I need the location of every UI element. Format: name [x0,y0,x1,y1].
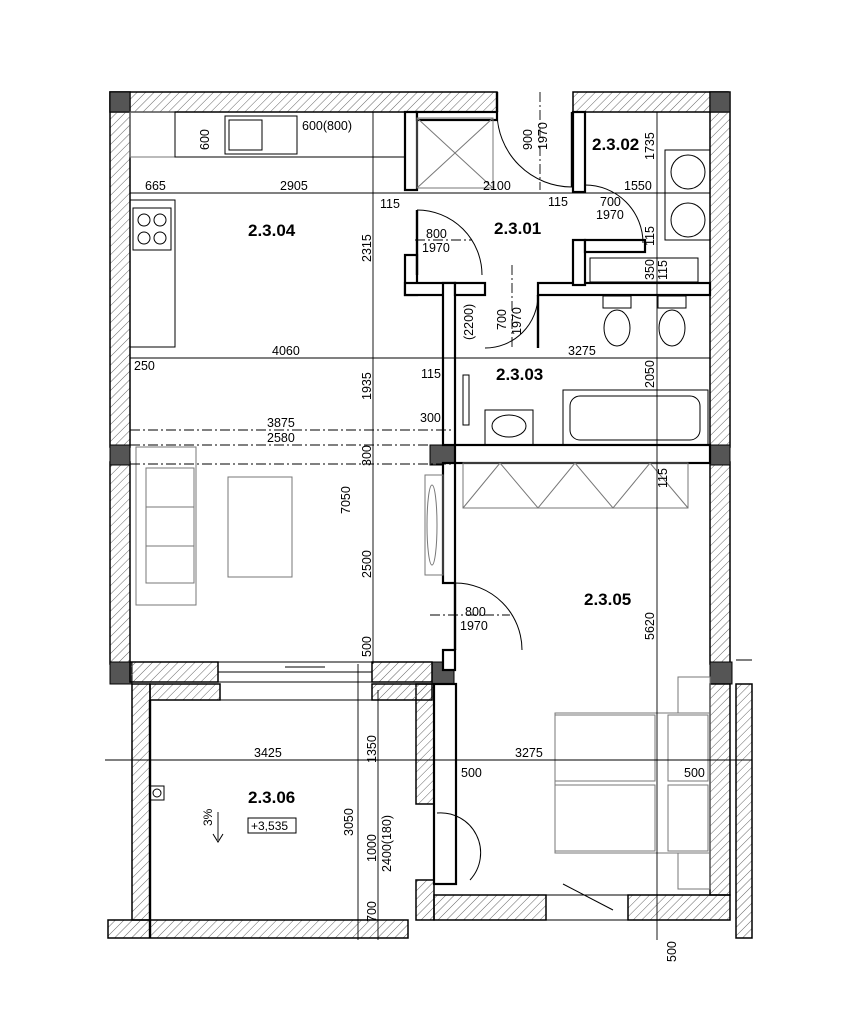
dim-300-b: 300 [420,411,441,425]
washbasin-icon [484,409,534,446]
dim-2500: 2500 [360,550,374,578]
dim-700-b: 700 [495,309,509,330]
terrace-slope: 3% [201,808,215,826]
terrace-info: +3,535 3% [201,808,297,843]
room-label-2-3-04: 2.3.04 [248,221,296,240]
dim-4060: 4060 [272,344,300,358]
stove-icon [132,207,172,251]
dimension-text-vertical: 600 2315 900 1970 1735 115 350 115 (2200… [198,122,679,962]
sink-icon [224,115,298,155]
dim-3275-b: 3275 [515,746,543,760]
dim-2200: (2200) [462,304,476,340]
dim-900: 900 [521,129,535,150]
coffee-table [227,476,293,578]
wall-right-middle [709,461,731,665]
dim-115-d: 115 [656,260,670,280]
entrance-door-swing [496,111,573,188]
washer-dryer [664,149,711,241]
bed-icon [554,712,711,854]
nightstand [677,676,711,714]
walls [107,91,753,939]
dim-800-a: 800 [426,227,447,241]
room-label-2-3-05: 2.3.05 [584,590,631,609]
dim-2050: 2050 [643,360,657,388]
dim-1970-e: 1970 [460,619,488,633]
dim-1970-b: 1970 [596,208,624,222]
doors [415,92,644,911]
dim-665: 665 [145,179,166,193]
dim-1550: 1550 [624,179,652,193]
dim-2100: 2100 [483,179,511,193]
dim-500-b: 500 [461,766,482,780]
dimension-lines [105,92,752,940]
dimension-text: 600(800) 665 2905 115 2100 1550 115 700 … [134,119,705,780]
wall-top-right [572,91,729,113]
dim-3875: 3875 [267,416,295,430]
radiator [462,374,470,426]
bedroom-door-swing [454,582,523,651]
dim-2905: 2905 [280,179,308,193]
dim-600-800: 600(800) [302,119,352,133]
dim-700-c: 700 [365,901,379,922]
bathtub-icon [562,389,709,446]
wall-right-upper [709,91,731,448]
room-label-2-3-06: 2.3.06 [248,788,295,807]
room-label-2-3-01: 2.3.01 [494,219,541,238]
wall-left-upper [109,91,131,448]
window [545,894,629,921]
room-label-2-3-03: 2.3.03 [496,365,543,384]
dim-3050: 3050 [342,808,356,836]
dim-3275-a: 3275 [568,344,596,358]
dim-5620: 5620 [643,612,657,640]
dim-115-c: 115 [643,226,657,246]
dim-350: 350 [643,259,657,280]
room-labels: 2.3.04 2.3.01 2.3.02 2.3.03 2.3.05 2.3.0… [248,135,639,807]
terrace-door-swing [436,812,482,881]
dim-500-c: 500 [684,766,705,780]
fixtures [129,111,711,921]
drain-icon [149,785,165,801]
wardrobe-icon [462,462,689,509]
kitchen-counter [174,111,406,158]
room-label-2-3-02: 2.3.02 [592,135,639,154]
bidet-icon [657,295,687,309]
sofa-icon [135,446,197,606]
wc-shelf [589,257,699,283]
wc-door-swing [584,184,644,244]
dim-600: 600 [198,129,212,150]
kitchen-counter-left [129,199,176,348]
dim-500-a: 500 [360,636,374,657]
dim-2315: 2315 [360,234,374,262]
dim-115-e: 115 [421,367,441,381]
dim-1000: 1000 [365,834,379,862]
dim-2400-180: 2400(180) [380,815,394,872]
dim-7050: 7050 [339,486,353,514]
dim-700-a: 700 [600,195,621,209]
wall-top-left [109,91,498,113]
dim-1735: 1735 [643,132,657,160]
dim-1970-a: 1970 [536,122,550,150]
wall-left-lower [109,461,131,665]
toilet-icon [602,295,632,309]
washer-icon [670,154,706,190]
dim-250: 250 [134,359,155,373]
dim-500-d: 500 [665,941,679,962]
dim-1970-c: 1970 [422,241,450,255]
window-swing [562,883,614,911]
dryer-icon [670,202,706,238]
dim-115-f: 115 [656,468,670,488]
dim-115-a: 115 [380,197,400,211]
dim-1350: 1350 [365,735,379,763]
dim-300-a: 300 [360,445,374,466]
dim-3425: 3425 [254,746,282,760]
tv-stand [424,474,444,576]
terrace-level: +3,535 [251,819,288,833]
dim-800-b: 800 [465,605,486,619]
dim-2580: 2580 [267,431,295,445]
kitchen-door-swing [416,209,483,276]
dim-115-b: 115 [548,195,568,209]
dim-1970-d: 1970 [510,307,524,335]
dim-1935: 1935 [360,372,374,400]
